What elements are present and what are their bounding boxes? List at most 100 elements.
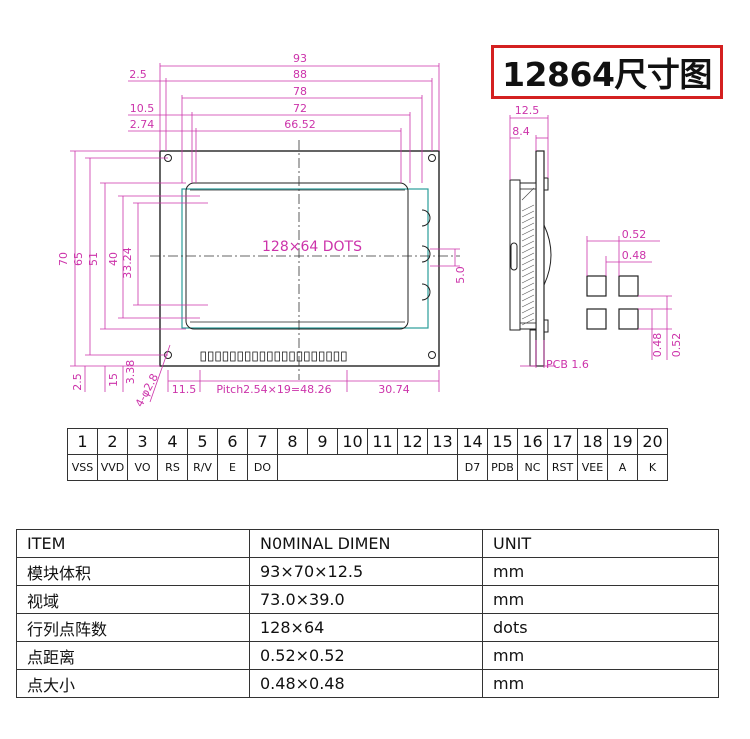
hatch-line: [521, 240, 535, 248]
dot-square: [586, 308, 607, 330]
pin-signal: VEE: [577, 454, 608, 481]
pcb-label: PCB 1.6: [546, 358, 589, 371]
spec-value: 73.0×39.0: [249, 585, 483, 614]
dot-square: [618, 308, 639, 330]
dim-pitch: Pitch2.54×19=48.26: [216, 383, 331, 396]
pin-number-row: 1 2 3 4 5 6 7 8 9 10 11 12 13 14 15 16 1…: [67, 428, 668, 455]
connector-pins: [200, 351, 347, 362]
side-view: 12.5 8.4 PCB 1.6: [509, 104, 589, 371]
pin-number: 5: [187, 428, 218, 455]
pin-number: 9: [307, 428, 338, 455]
dim-top-66-52: 66.52: [284, 118, 316, 131]
hatch-line: [521, 264, 535, 272]
dim-left-70: 70: [57, 252, 70, 266]
dot-square: [586, 275, 607, 297]
dot-detail: 0.52 0.48 0.48 0.52: [586, 228, 683, 360]
pin-number: 20: [637, 428, 668, 455]
pin-number: 11: [367, 428, 398, 455]
pin-number: 7: [247, 428, 278, 455]
connector-pin: [230, 351, 236, 362]
connector-pin: [252, 351, 258, 362]
connector-pin: [289, 351, 295, 362]
dim-left-65: 65: [72, 252, 85, 266]
dim-bottom-11-5: 11.5: [172, 383, 197, 396]
pin-number: 1: [67, 428, 98, 455]
dim-top-93: 93: [293, 52, 307, 65]
pin-signal: VVD: [97, 454, 128, 481]
pin-number: 14: [457, 428, 488, 455]
dim-right-5-0: 5.0: [454, 266, 467, 284]
hatch-line: [521, 252, 535, 260]
pin-number: 15: [487, 428, 518, 455]
hatch-line: [521, 276, 535, 284]
pin-table: 1 2 3 4 5 6 7 8 9 10 11 12 13 14 15 16 1…: [67, 428, 668, 481]
pin-signal: K: [637, 454, 668, 481]
spec-value: 93×70×12.5: [249, 557, 483, 586]
hatch-line: [521, 234, 535, 242]
pin-signal: A: [607, 454, 638, 481]
dim-dot-size-v: 0.48: [651, 333, 664, 358]
pin-number: 3: [127, 428, 158, 455]
pin-signal: [367, 454, 398, 481]
connector-pin: [311, 351, 317, 362]
mount-hole: [428, 154, 436, 162]
dim-side-8-4: 8.4: [512, 125, 530, 138]
pin-signal: R/V: [187, 454, 218, 481]
pin-signal: [307, 454, 338, 481]
spec-unit: dots: [482, 613, 719, 642]
hatch-line: [521, 270, 535, 278]
spec-item: 行列点阵数: [16, 613, 250, 642]
dim-offset-10-5: 10.5: [130, 102, 155, 115]
dim-bottom-2-5: 2.5: [71, 373, 84, 391]
pin-signal: E: [217, 454, 248, 481]
dim-bottom-30-74: 30.74: [378, 383, 410, 396]
pin-number: 16: [517, 428, 548, 455]
dim-dot-pitch-v: 0.52: [670, 333, 683, 358]
pin-number: 10: [337, 428, 368, 455]
connector-pin: [341, 351, 347, 362]
hatch-line: [521, 294, 535, 302]
dim-left-51: 51: [87, 252, 100, 266]
spec-unit: mm: [482, 557, 719, 586]
pin-number: 17: [547, 428, 578, 455]
spec-row: 模块体积 93×70×12.5 mm: [16, 557, 719, 586]
hatch-line: [521, 204, 535, 212]
connector-pin: [259, 351, 266, 362]
backlight-tab: [421, 283, 431, 301]
spec-item: 点大小: [16, 669, 250, 698]
connector-pin: [222, 351, 229, 362]
spec-row: 视域 73.0×39.0 mm: [16, 585, 719, 614]
pin-number: 19: [607, 428, 638, 455]
pin-number: 18: [577, 428, 608, 455]
connector-pin: [267, 351, 273, 362]
hatch-line: [521, 228, 535, 236]
hatch-line: [521, 300, 535, 308]
pin-signal: DO: [247, 454, 278, 481]
spec-row: 点距离 0.52×0.52 mm: [16, 641, 719, 670]
pin-number: 13: [427, 428, 458, 455]
pin-signal: [397, 454, 428, 481]
pin-signal: RST: [547, 454, 578, 481]
connector-pin: [244, 351, 251, 362]
pin-signal: D7: [457, 454, 488, 481]
dim-side-12-5: 12.5: [515, 104, 540, 117]
dim-offset-2-5: 2.5: [129, 68, 147, 81]
pin-signal: [337, 454, 368, 481]
side-pcb: [535, 150, 545, 367]
pin-signal-row: VSS VVD VO RS R/V E DO D7 PDB NC RST VEE…: [67, 454, 668, 481]
dim-left-40: 40: [107, 252, 120, 266]
title-box: 12864尺寸图: [491, 45, 723, 99]
backlight-tab: [421, 209, 431, 227]
connector-pin: [318, 351, 325, 362]
hatch-line: [521, 210, 535, 218]
spec-row: 点大小 0.48×0.48 mm: [16, 669, 719, 698]
pin-number: 6: [217, 428, 248, 455]
spec-item: 模块体积: [16, 557, 250, 586]
hatch-line: [521, 216, 535, 224]
pin-signal: [277, 454, 308, 481]
pin-signal: VO: [127, 454, 158, 481]
spec-header-unit: UNIT: [482, 529, 719, 558]
connector-pin: [326, 351, 332, 362]
hatch-line: [521, 288, 535, 296]
connector-pin: [296, 351, 303, 362]
